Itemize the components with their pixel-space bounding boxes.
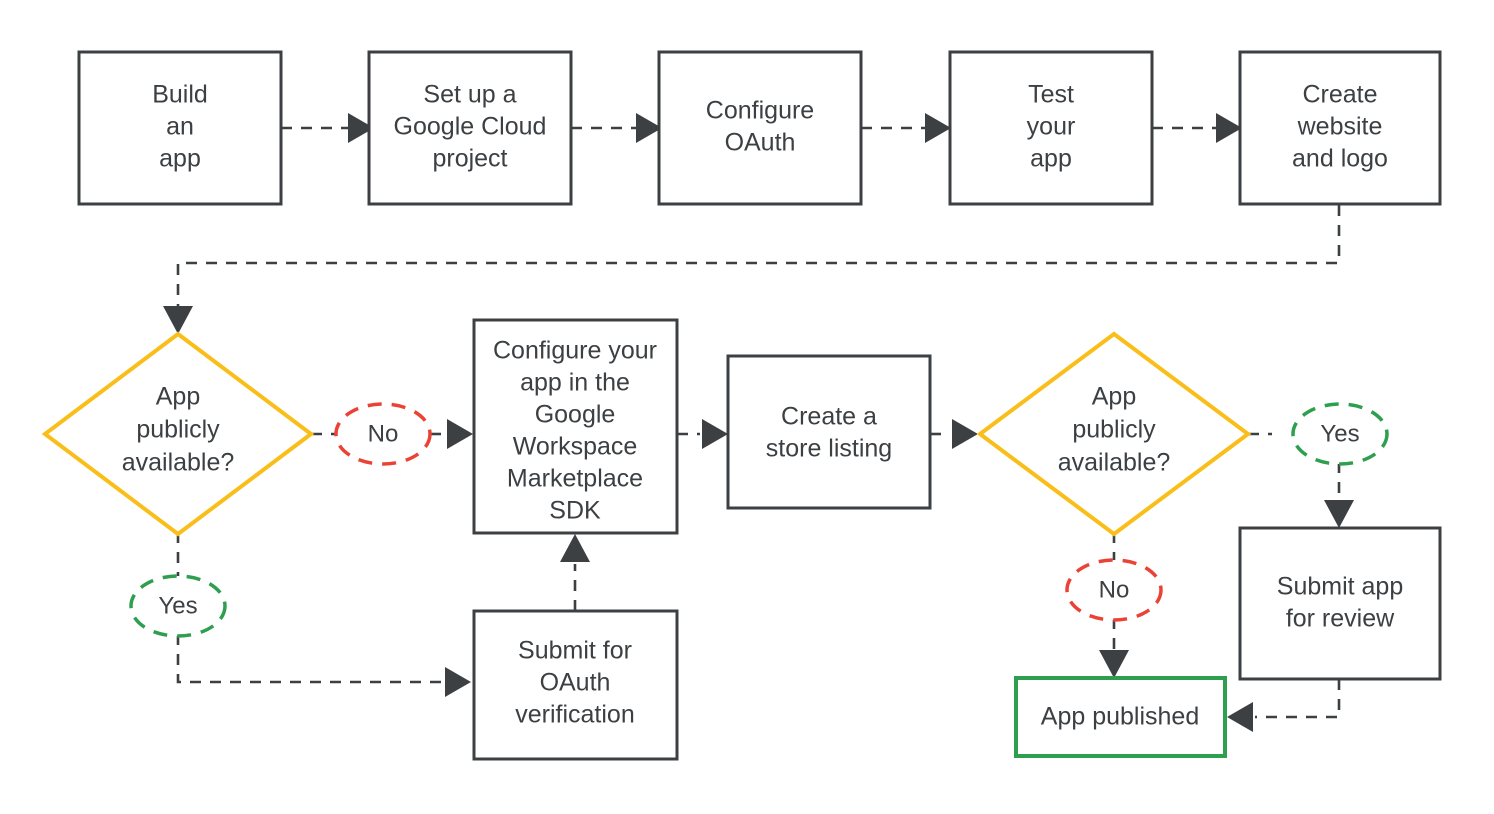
node-decision-public-right-line-2: available?: [1058, 449, 1171, 477]
arrowhead-yes-to-submit-oauth: [445, 667, 471, 697]
node-submit-oauth-verification-shape: [472, 609, 679, 761]
connector-submit-review-to-app-published: [1255, 679, 1341, 719]
node-test-your-app-line-1: your: [1027, 113, 1076, 141]
node-build-an-app-line-0: Build: [152, 81, 208, 109]
node-create-website-logo-line-1: website: [1297, 113, 1383, 141]
node-create-store-listing-line-1: store listing: [766, 435, 892, 463]
node-create-website-logo-line-0: Create: [1302, 81, 1377, 109]
arrowhead-yes-to-submit-review: [1324, 500, 1354, 528]
node-submit-oauth-verification-line-2: verification: [515, 701, 635, 729]
arrowhead-no-to-app-published: [1099, 650, 1129, 678]
node-decision-public-right[interactable]: App publicly available?: [976, 331, 1252, 537]
node-configure-oauth-shape: [657, 50, 863, 206]
node-decision-public-right-line-0: App: [1092, 383, 1136, 411]
node-configure-marketplace-sdk-shape: [472, 318, 679, 535]
edge-label-right-no: No: [1065, 558, 1163, 622]
node-create-website-logo-shape: [1238, 50, 1442, 206]
edge-label-right-yes: Yes: [1291, 402, 1389, 466]
edge-label-right-no-ellipse: [1065, 558, 1163, 622]
arrowhead-sdk-to-store-listing: [702, 419, 728, 449]
arrowhead-no-to-sdk: [447, 419, 473, 449]
node-create-store-listing-line-0: Create a: [781, 403, 877, 431]
node-setup-gcp-project-line-0: Set up a: [423, 81, 516, 109]
node-build-an-app-line-1: an: [166, 113, 194, 141]
arrowhead-build-to-setup: [348, 113, 374, 143]
node-submit-oauth-verification[interactable]: Submit for OAuth verification: [472, 609, 679, 761]
node-configure-marketplace-sdk-line-0: Configure your: [493, 337, 657, 365]
edge-label-right-yes-ellipse: [1291, 402, 1389, 466]
edge-label-left-yes-text: Yes: [158, 592, 197, 619]
node-build-an-app-shape: [77, 50, 283, 206]
node-configure-marketplace-sdk-line-3: Workspace: [513, 433, 638, 461]
node-setup-gcp-project[interactable]: Set up a Google Cloud project: [367, 50, 573, 206]
arrowhead-store-listing-to-decision-right: [952, 419, 978, 449]
node-app-published-shape: [1014, 676, 1227, 758]
node-configure-marketplace-sdk-line-4: Marketplace: [507, 465, 643, 493]
edge-label-right-yes-text: Yes: [1320, 420, 1359, 447]
node-submit-app-for-review-line-1: for review: [1286, 605, 1395, 633]
edge-label-left-yes: Yes: [129, 574, 227, 638]
edge-label-left-no-text: No: [368, 420, 399, 447]
edge-label-left-no: No: [334, 402, 432, 466]
node-submit-oauth-verification-line-1: OAuth: [540, 669, 611, 697]
edge-label-left-yes-ellipse: [129, 574, 227, 638]
edge-label-right-no-text: No: [1099, 576, 1130, 603]
arrowhead-test-to-website: [1216, 113, 1242, 143]
node-configure-oauth[interactable]: Configure OAuth: [657, 50, 863, 206]
node-decision-public-left-line-1: publicly: [136, 416, 220, 444]
arrowhead-oauth-to-test: [925, 113, 951, 143]
node-test-your-app-shape: [948, 50, 1154, 206]
node-decision-public-left-shape: [41, 331, 315, 537]
node-setup-gcp-project-line-2: project: [432, 145, 507, 173]
node-setup-gcp-project-shape: [367, 50, 573, 206]
node-decision-public-left-line-2: available?: [122, 449, 235, 477]
node-decision-public-right-shape: [976, 331, 1252, 537]
node-decision-public-right-line-1: publicly: [1072, 416, 1156, 444]
node-submit-app-for-review-shape: [1238, 526, 1442, 681]
node-build-an-app-line-2: app: [159, 145, 201, 173]
node-create-store-listing[interactable]: Create a store listing: [726, 354, 932, 510]
node-configure-marketplace-sdk-line-2: Google: [535, 401, 616, 429]
node-app-published-line-0: App published: [1041, 703, 1199, 731]
node-configure-oauth-line-1: OAuth: [725, 129, 796, 157]
node-configure-marketplace-sdk[interactable]: Configure your app in the Google Workspa…: [472, 318, 679, 535]
node-test-your-app[interactable]: Test your app: [948, 50, 1154, 206]
connector-yes-to-submit-oauth: [176, 634, 445, 684]
connector-layer: [163, 113, 1354, 732]
node-build-an-app[interactable]: Build an app: [77, 50, 283, 206]
node-app-published[interactable]: App published: [1014, 676, 1227, 758]
node-configure-marketplace-sdk-line-1: app in the: [520, 369, 630, 397]
node-create-store-listing-shape: [726, 354, 932, 510]
edge-label-left-no-ellipse: [334, 402, 432, 466]
arrowhead-setup-to-oauth: [636, 113, 662, 143]
arrowhead-website-to-decision-left: [163, 306, 193, 334]
node-decision-public-left-line-0: App: [156, 383, 200, 411]
arrowhead-submit-review-to-app-published: [1227, 702, 1253, 732]
node-setup-gcp-project-line-1: Google Cloud: [394, 113, 547, 141]
node-configure-oauth-line-0: Configure: [706, 97, 814, 125]
connector-website-to-decision-left: [176, 205, 1341, 306]
arrowhead-submit-oauth-to-sdk: [560, 534, 590, 562]
node-test-your-app-line-2: app: [1030, 145, 1072, 173]
node-submit-oauth-verification-line-0: Submit for: [518, 637, 632, 665]
node-submit-app-for-review-line-0: Submit app: [1277, 573, 1403, 601]
node-create-website-logo-line-2: and logo: [1292, 145, 1388, 173]
node-decision-public-left[interactable]: App publicly available?: [41, 331, 315, 537]
node-create-website-logo[interactable]: Create website and logo: [1238, 50, 1442, 206]
node-configure-marketplace-sdk-line-5: SDK: [549, 497, 601, 525]
node-test-your-app-line-0: Test: [1028, 81, 1074, 109]
node-submit-app-for-review[interactable]: Submit app for review: [1238, 526, 1442, 681]
